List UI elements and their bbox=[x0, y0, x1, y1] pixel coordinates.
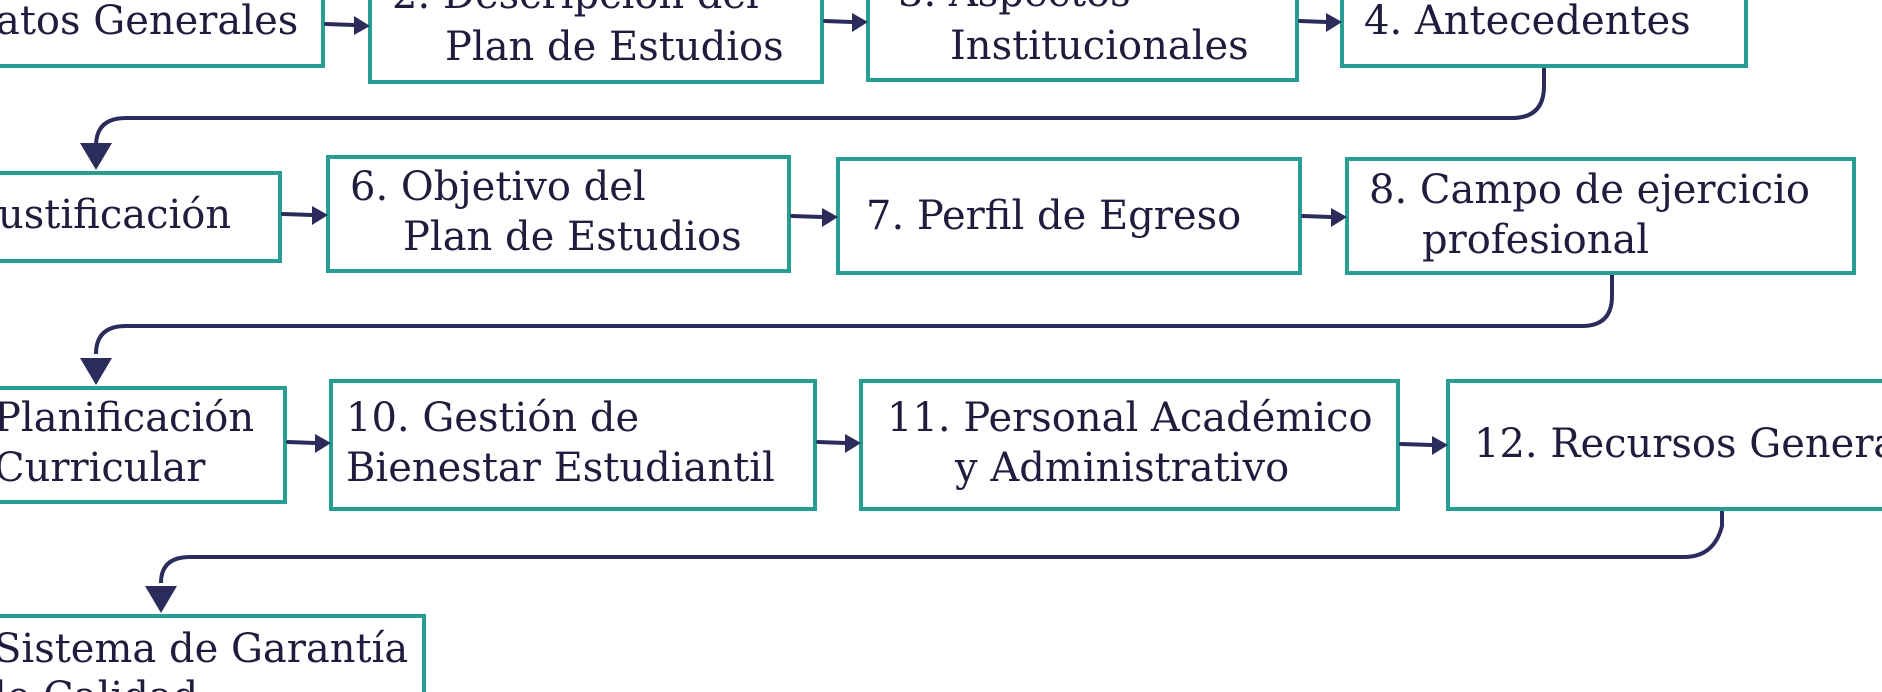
arrow-s2-to-s3 bbox=[823, 13, 868, 32]
connector-row2-to-row3 bbox=[80, 275, 1614, 385]
step-s10-line-2: Bienestar Estudiantil bbox=[346, 445, 775, 491]
step-s8-line-2: profesional bbox=[1422, 217, 1649, 263]
step-box-s10: 10. Gestión de Bienestar Estudiantil bbox=[329, 379, 817, 511]
step-box-s13: Sistema de Garantía le Calidad bbox=[0, 614, 426, 692]
step-s10-line-1: 10. Gestión de bbox=[346, 395, 639, 441]
step-s8-line-1: 8. Campo de ejercicio bbox=[1369, 167, 1810, 213]
step-box-s7: 7. Perfil de Egreso bbox=[836, 157, 1302, 275]
step-s9-line-2: Curricular bbox=[0, 445, 206, 491]
step-s3-line-1: 3. Aspectos bbox=[898, 0, 1131, 16]
step-s6-line-2: Plan de Estudios bbox=[403, 214, 742, 260]
arrow-s3-to-s4 bbox=[1298, 13, 1342, 32]
step-s9-line-1: Planificación bbox=[0, 395, 254, 441]
arrow-s6-to-s7 bbox=[790, 208, 838, 227]
step-box-s3: 3. Aspectos Institucionales bbox=[866, 0, 1299, 82]
arrow-s11-to-s12 bbox=[1399, 436, 1448, 455]
step-box-s6: 6. Objetivo del Plan de Estudios bbox=[326, 155, 791, 273]
step-box-s11: 11. Personal Académico y Administrativo bbox=[859, 379, 1400, 511]
step-box-s8: 8. Campo de ejercicio profesional bbox=[1345, 157, 1856, 275]
step-s7-line-1: 7. Perfil de Egreso bbox=[866, 193, 1241, 239]
step-s5-line-1: ustificación bbox=[0, 192, 231, 238]
arrow-s1-to-s2 bbox=[324, 16, 370, 35]
arrow-s7-to-s8 bbox=[1301, 208, 1347, 227]
arrow-s10-to-s11 bbox=[816, 434, 861, 453]
step-box-s2: 2. Descripción del Plan de Estudios bbox=[368, 0, 824, 84]
connector-row3-to-row4 bbox=[145, 511, 1724, 613]
step-s1-line-1: atos Generales bbox=[0, 0, 298, 44]
step-s11-line-2: y Administrativo bbox=[954, 445, 1289, 491]
step-box-s4: 4. Antecedentes bbox=[1340, 0, 1748, 68]
step-s6-line-1: 6. Objetivo del bbox=[350, 164, 646, 210]
step-box-s9: Planificación Curricular bbox=[0, 386, 287, 504]
step-s4-line-1: 4. Antecedentes bbox=[1364, 0, 1691, 44]
step-s2-line-2: Plan de Estudios bbox=[445, 24, 784, 70]
step-s13-line-2: le Calidad bbox=[0, 674, 198, 692]
step-box-s12: 12. Recursos Genera bbox=[1446, 379, 1882, 511]
step-s12-line-1: 12. Recursos Genera bbox=[1474, 421, 1882, 467]
arrow-s5-to-s6 bbox=[281, 206, 328, 225]
connector-row1-to-row2 bbox=[80, 68, 1546, 170]
step-s11-line-1: 11. Personal Académico bbox=[887, 395, 1373, 441]
step-box-s5: ustificación bbox=[0, 171, 282, 263]
step-box-s1: atos Generales bbox=[0, 0, 325, 68]
step-s3-line-2: Institucionales bbox=[950, 23, 1249, 69]
step-s13-line-1: Sistema de Garantía bbox=[0, 626, 408, 672]
step-s2-line-1: 2. Descripción del bbox=[392, 0, 759, 18]
arrow-s9-to-s10 bbox=[286, 434, 331, 453]
